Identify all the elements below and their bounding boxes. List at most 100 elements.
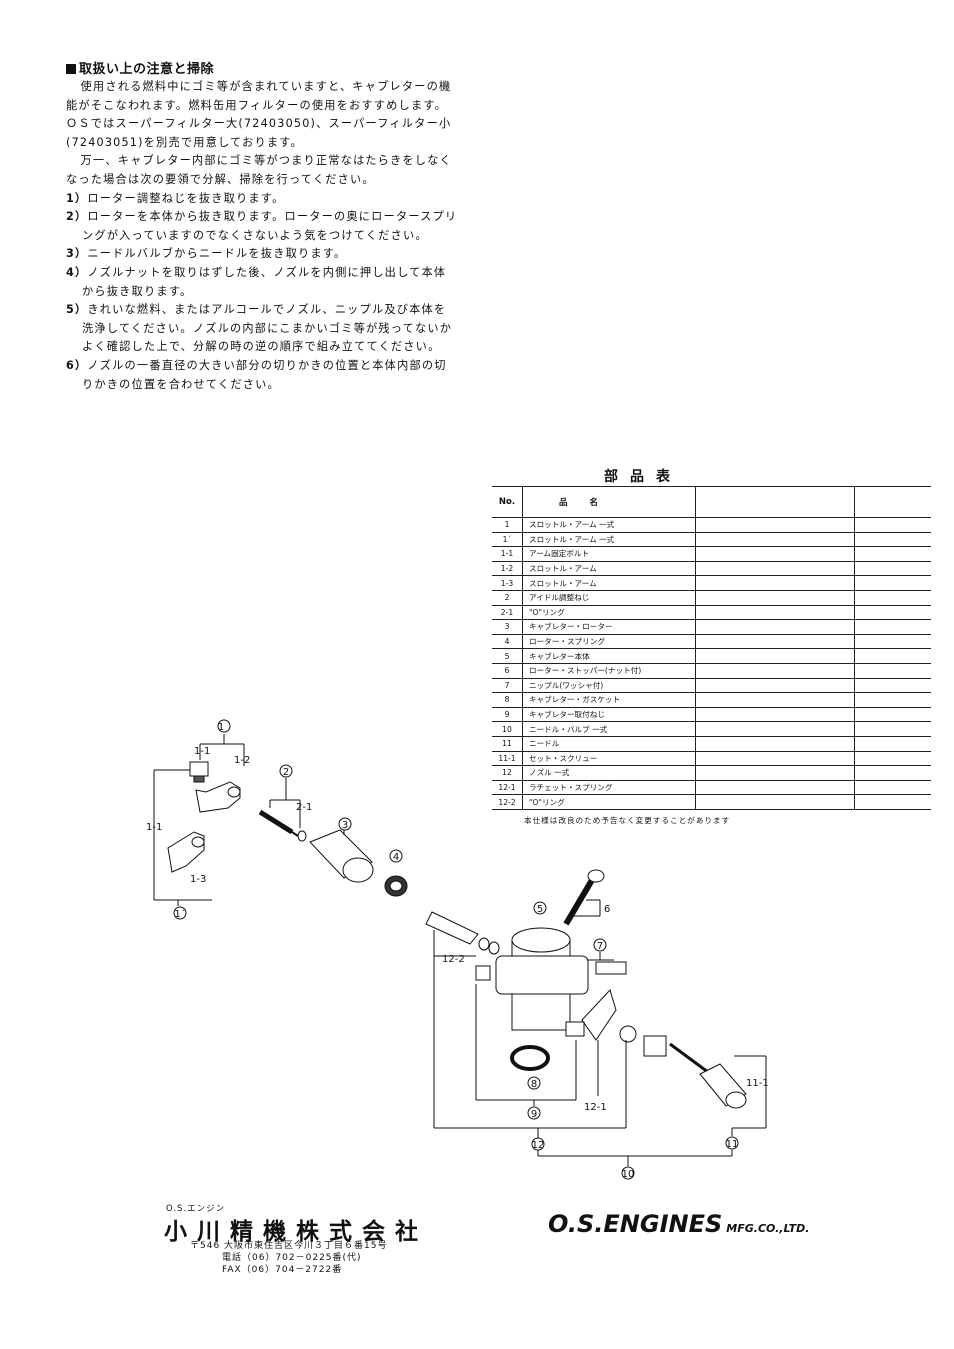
row-blank-b xyxy=(854,619,931,635)
step-3: 3）ニードルバルブからニードルを抜き取ります。 xyxy=(66,247,347,261)
label-6: 6 xyxy=(604,904,610,915)
row-blank-b xyxy=(854,546,931,562)
row-blank-a xyxy=(695,561,855,577)
row-no: 8 xyxy=(492,692,523,708)
row-blank-a xyxy=(695,575,855,591)
company-name-jp: 小川精機株式会社 xyxy=(164,1219,428,1245)
row-no: 3 xyxy=(492,619,523,635)
label-1-1-outer: 1-1 xyxy=(146,822,162,833)
row-blank-a xyxy=(695,605,855,621)
row-blank-a xyxy=(695,678,855,694)
row-blank-b xyxy=(854,532,931,548)
address-line: 〒546 大阪市東住吉区今川３丁目６番15号 xyxy=(190,1241,388,1251)
label-1-3: 1-3 xyxy=(190,874,206,885)
row-no: 9 xyxy=(492,707,523,723)
row-no: 10 xyxy=(492,721,523,737)
table-row: 12-2"O"リング xyxy=(492,794,931,810)
row-no: 1 xyxy=(492,517,523,533)
row-blank-a xyxy=(695,794,855,810)
row-name: キャブレター・ガスケット xyxy=(522,692,696,708)
row-no: 5 xyxy=(492,648,523,664)
label-3: 3 xyxy=(342,820,348,831)
parts-table-title: 部品表 xyxy=(604,469,682,485)
row-blank-b xyxy=(854,692,931,708)
row-blank-b xyxy=(854,561,931,577)
row-blank-a xyxy=(695,532,855,548)
row-no: 12-1 xyxy=(492,780,523,796)
intro-paragraph-2: 万一、キャブレター内部にゴミ等がつまり正常なはたらきをしなくなった場合は次の要領… xyxy=(66,154,452,186)
intro-paragraph-1: 使用される燃料中にゴミ等が含まれていますと、キャブレターの機能がそこなわれます。… xyxy=(66,80,452,149)
step-6: 6）ノズルの一番直径の大きい部分の切りかきの位置と本体内部の切りかきの位置を合わ… xyxy=(66,358,447,391)
notice-title: 取扱い上の注意と掃除 xyxy=(66,58,214,77)
label-11-1: 11-1 xyxy=(746,1078,769,1089)
row-blank-a xyxy=(695,590,855,606)
label-2-1: 2-1 xyxy=(296,802,312,813)
row-no: 12-2 xyxy=(492,794,523,810)
row-name: キャブレター・ローター xyxy=(522,619,696,635)
row-no: 2-1 xyxy=(492,605,523,621)
table-row: 2-1"O"リング xyxy=(492,605,931,621)
row-blank-b xyxy=(854,590,931,606)
row-name: アーム固定ボルト xyxy=(522,546,696,562)
header-no: No. xyxy=(492,486,523,518)
table-row: 1´スロットル・アーム 一式 xyxy=(492,532,931,548)
row-blank-b xyxy=(854,794,931,810)
row-blank-b xyxy=(854,780,931,796)
row-blank-a xyxy=(695,721,855,737)
row-name: ニップル(ワッシャ付) xyxy=(522,678,696,694)
row-blank-b xyxy=(854,765,931,781)
label-5: 5 xyxy=(537,904,543,915)
step-4: 4）ノズルナットを取りはずした後、ノズルを内側に押し出して本体から抜き取ります。 xyxy=(66,265,447,298)
row-blank-a xyxy=(695,546,855,562)
row-blank-b xyxy=(854,605,931,621)
row-blank-a xyxy=(695,619,855,635)
row-blank-a xyxy=(695,707,855,723)
row-name: ニードル xyxy=(522,736,696,752)
row-blank-b xyxy=(854,751,931,767)
row-blank-a xyxy=(695,692,855,708)
label-1-1: 1-1 xyxy=(194,746,210,757)
header-name: 品名 xyxy=(522,486,696,518)
label-1-2: 1-2 xyxy=(234,755,250,766)
row-name: スロットル・アーム xyxy=(522,561,696,577)
label-1prime: 1´ xyxy=(174,908,185,920)
row-name: アイドル調整ねじ xyxy=(522,590,696,606)
row-blank-a xyxy=(695,517,855,533)
label-9: 9 xyxy=(531,1109,537,1120)
header-blank-b xyxy=(854,486,931,518)
row-blank-b xyxy=(854,575,931,591)
row-name: キャブレター取付ねじ xyxy=(522,707,696,723)
label-11: 11 xyxy=(726,1139,739,1150)
tel-line: 電話（06）702－0225番(代) xyxy=(222,1253,362,1263)
step-2: 2）ローターを本体から抜き取ります。ローターの奥にロータースプリングが入っていま… xyxy=(66,210,458,242)
parts-table-header: No. 品名 xyxy=(492,486,931,518)
notice-body: 使用される燃料中にゴミ等が含まれていますと、キャブレターの機能がそこなわれます。… xyxy=(66,78,458,394)
row-no: 1-2 xyxy=(492,561,523,577)
brand-small: O.S.エンジン xyxy=(166,1204,226,1214)
row-no: 4 xyxy=(492,634,523,650)
row-name: "O"リング xyxy=(522,794,696,810)
row-blank-a xyxy=(695,663,855,679)
label-12: 12 xyxy=(532,1140,545,1151)
company-address: 〒546 大阪市東住吉区今川３丁目６番15号 電話（06）702－0225番(代… xyxy=(190,1240,388,1276)
row-blank-b xyxy=(854,678,931,694)
row-blank-b xyxy=(854,517,931,533)
row-name: セット・スクリュー xyxy=(522,751,696,767)
row-name: キャブレター本体 xyxy=(522,648,696,664)
